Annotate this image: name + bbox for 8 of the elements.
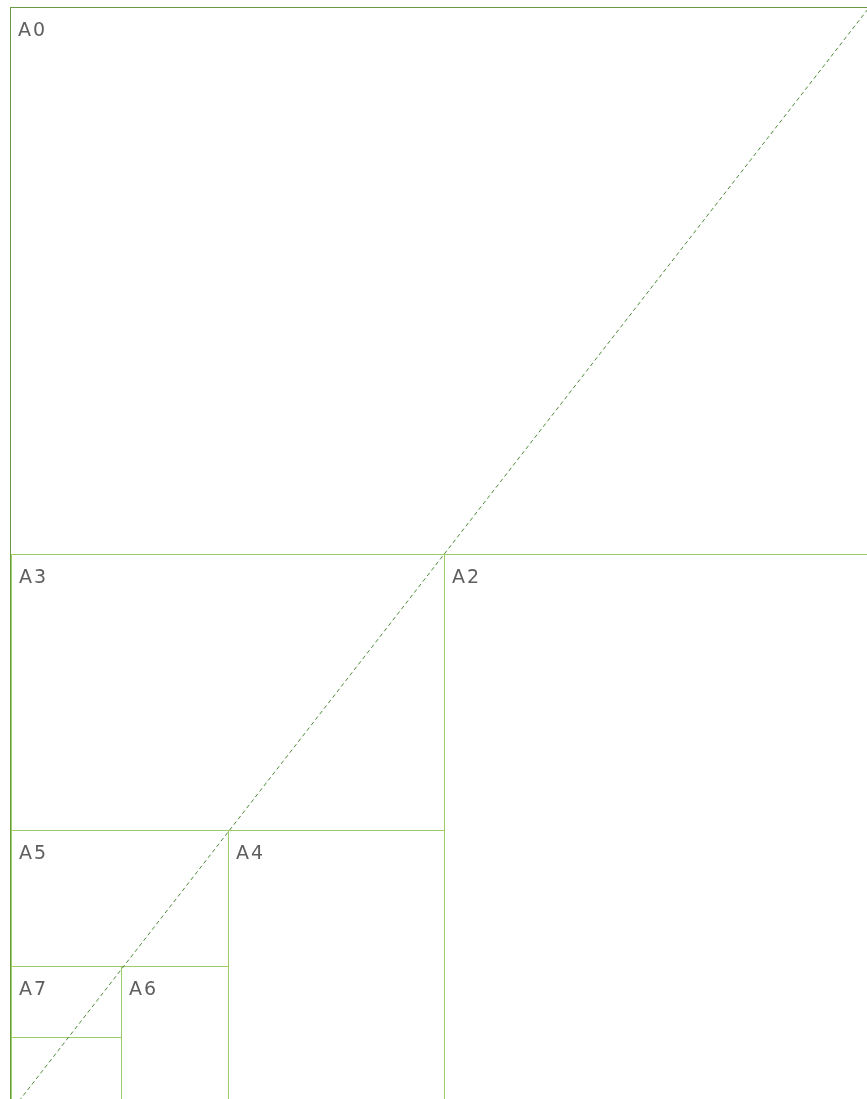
size-label: A0 — [18, 18, 48, 40]
size-label: A5 — [19, 841, 49, 863]
paper-area — [11, 554, 445, 831]
size-label: A3 — [19, 565, 49, 587]
size-label: A2 — [452, 565, 482, 587]
size-label: A4 — [236, 841, 266, 863]
size-label: A6 — [129, 977, 159, 999]
size-label: A7 — [19, 977, 49, 999]
